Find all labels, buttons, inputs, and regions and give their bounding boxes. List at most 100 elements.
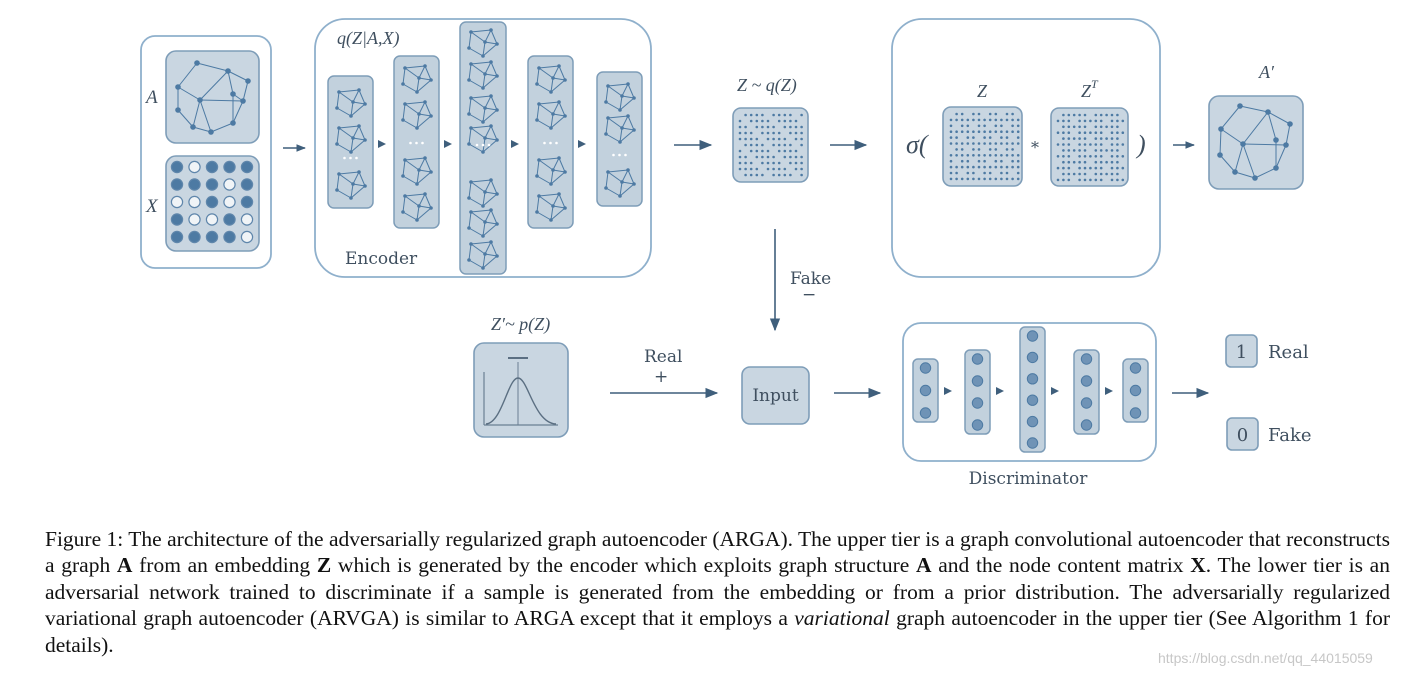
- matrix-dot: [1105, 149, 1108, 152]
- matrix-dot: [988, 177, 992, 181]
- matrix-dot: [960, 148, 964, 151]
- matrix-dot: [772, 173, 775, 177]
- matrix-dot: [783, 113, 787, 117]
- matrix-dot: [772, 167, 775, 171]
- neuron: [1080, 419, 1093, 431]
- matrix-dot: [1056, 178, 1060, 182]
- matrix-dot: [955, 177, 958, 181]
- matrix-dot: [749, 113, 753, 117]
- matrix-dot: [983, 154, 986, 157]
- matrix-dot: [1083, 178, 1087, 182]
- feature-matrix-icon: [170, 160, 254, 244]
- matrix-dot: [794, 125, 798, 129]
- matrix-dot: [949, 171, 953, 175]
- layer-arrow: [511, 140, 519, 148]
- matrix-dot: [1078, 155, 1081, 158]
- ellipsis-dot: [487, 143, 491, 147]
- feature-cell: [223, 178, 236, 191]
- matrix-dot: [755, 125, 759, 129]
- neuron: [1026, 415, 1039, 428]
- discriminator-layer: [964, 349, 991, 435]
- matrix-dot: [983, 159, 986, 163]
- ellipsis-dot: [349, 156, 352, 160]
- matrix-dot: [1099, 166, 1103, 170]
- matrix-dot: [988, 112, 992, 116]
- matrix-dot: [783, 143, 787, 147]
- matrix-dot: [1078, 137, 1081, 140]
- matrix-dot: [1094, 172, 1098, 176]
- matrix-dot: [1011, 154, 1014, 157]
- feature-cell: [170, 213, 184, 226]
- matrix-dot: [1078, 143, 1081, 146]
- matrix-dot: [1062, 113, 1065, 117]
- matrix-dot: [783, 167, 787, 171]
- caption-bold-z: Z: [316, 553, 332, 578]
- matrix-dot: [1116, 172, 1119, 176]
- feature-cell: [170, 230, 184, 244]
- matrix-dot: [1078, 113, 1081, 117]
- sigma-label: σ(: [906, 130, 929, 159]
- matrix-dot: [972, 165, 975, 169]
- matrix-dot: [1116, 143, 1119, 146]
- matrix-dot: [1016, 177, 1020, 181]
- matrix-dot: [1094, 166, 1098, 170]
- matrix-dot: [988, 148, 992, 151]
- matrix-dot: [1011, 148, 1014, 151]
- matrix-dot: [761, 119, 764, 123]
- matrix-dot: [1116, 131, 1119, 134]
- reconstructed-graph-icon: [1217, 103, 1293, 181]
- watermark: https://blog.csdn.net/qq_44015059: [1158, 650, 1373, 666]
- plus-sign: +: [654, 367, 668, 387]
- matrix-dot: [1105, 137, 1108, 140]
- neuron: [1080, 397, 1093, 409]
- matrix-dot: [1067, 166, 1071, 170]
- matrix-dot: [789, 119, 792, 123]
- matrix-dot: [1083, 155, 1087, 158]
- matrix-dot: [749, 131, 753, 135]
- matrix-dot: [966, 165, 970, 169]
- feature-cell: [223, 195, 236, 209]
- matrix-dot: [1083, 143, 1087, 146]
- matrix-dot: [1121, 166, 1125, 170]
- layer-arrow: [378, 140, 386, 148]
- matrix-dot: [766, 167, 770, 171]
- matrix-dot: [1005, 142, 1009, 145]
- matrix-dot: [972, 118, 975, 122]
- matrix-dot: [1121, 119, 1125, 123]
- matrix-dot: [1062, 149, 1065, 152]
- matrix-dot: [1067, 172, 1071, 176]
- matrix-dot: [1094, 143, 1098, 146]
- matrix-dot: [777, 137, 781, 141]
- adjacency-graph-icon: [175, 60, 251, 135]
- matrix-dot: [777, 161, 781, 165]
- ellipsis-dot: [475, 143, 479, 147]
- z-transpose-matrix-tile: [1050, 107, 1129, 187]
- discriminator-panel: Discriminator: [902, 322, 1157, 489]
- output-fake-value: 0: [1237, 425, 1248, 446]
- matrix-dot: [966, 154, 970, 157]
- matrix-dot: [977, 159, 981, 163]
- matrix-dot: [1099, 143, 1103, 146]
- fake-arrow-label: Fake: [790, 269, 831, 289]
- matrix-dot: [955, 171, 958, 175]
- matrix-dot: [794, 149, 798, 153]
- matrix-dot: [766, 155, 770, 159]
- matrix-dot: [1116, 155, 1119, 158]
- matrix-dot: [960, 177, 964, 181]
- feature-cell: [240, 178, 254, 191]
- matrix-dot: [1078, 131, 1081, 134]
- matrix-dot: [1056, 155, 1060, 158]
- matrix-dot: [977, 112, 981, 116]
- neuron: [919, 407, 932, 419]
- matrix-dot: [960, 142, 964, 145]
- matrix-dot: [1005, 177, 1009, 181]
- matrix-dot: [972, 171, 975, 175]
- ellipsis-dot: [421, 141, 424, 145]
- matrix-dot: [800, 113, 803, 117]
- neuron: [1080, 353, 1093, 365]
- matrix-dot: [1056, 131, 1060, 134]
- matrix-dot: [966, 159, 970, 163]
- matrix-dot: [988, 118, 992, 122]
- figure-caption: Figure 1: The architecture of the advers…: [45, 526, 1390, 658]
- matrix-dot: [966, 171, 970, 175]
